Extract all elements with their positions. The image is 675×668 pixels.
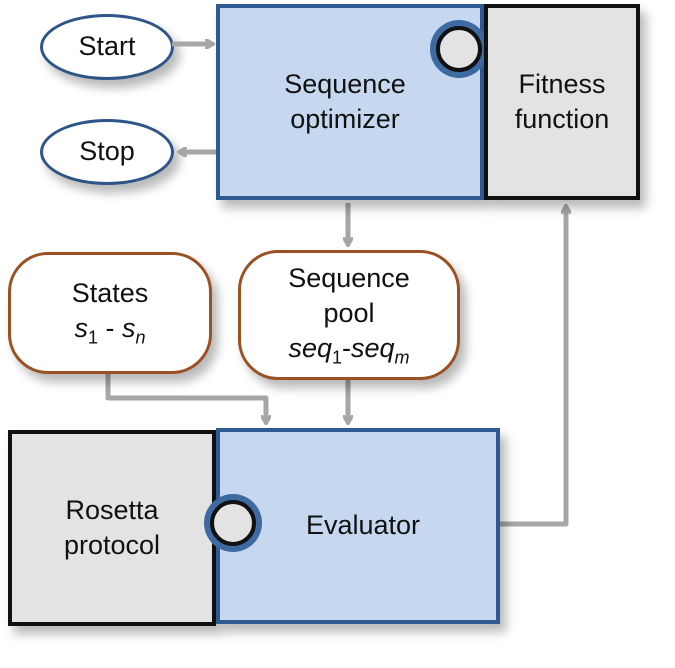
pool-range: seq1-seqm bbox=[288, 332, 410, 368]
stop-node: Stop bbox=[40, 119, 174, 185]
states-node: States s1 - sn bbox=[8, 252, 212, 374]
fitness-line2: function bbox=[514, 104, 610, 134]
stop-label: Stop bbox=[79, 136, 135, 167]
states-range: s1 - sn bbox=[74, 313, 146, 348]
fitness-function-box: Fitness function bbox=[484, 4, 640, 200]
states-line1: States bbox=[71, 278, 149, 309]
optimizer-line1: Sequence bbox=[284, 68, 406, 99]
optimizer-line2: optimizer bbox=[290, 104, 400, 134]
arrow-evaluator-to-fitness bbox=[500, 207, 566, 527]
sequence-pool-node: Sequence pool seq1-seqm bbox=[238, 250, 460, 380]
fitness-line1: Fitness bbox=[518, 68, 606, 99]
rosetta-line2: protocol bbox=[63, 530, 161, 560]
rosetta-line1: Rosetta bbox=[65, 494, 159, 525]
start-node: Start bbox=[40, 14, 174, 80]
evaluator-label: Evaluator bbox=[305, 510, 421, 541]
rosetta-plug-connector bbox=[210, 500, 256, 546]
evaluator-box: Evaluator bbox=[216, 428, 500, 624]
arrow-states-to-evaluator bbox=[105, 373, 266, 422]
start-label: Start bbox=[78, 31, 136, 62]
pool-line1: Sequence bbox=[288, 262, 410, 293]
pool-line2: pool bbox=[323, 297, 375, 328]
rosetta-protocol-box: Rosetta protocol bbox=[8, 430, 216, 626]
fitness-plug-connector bbox=[436, 26, 482, 72]
